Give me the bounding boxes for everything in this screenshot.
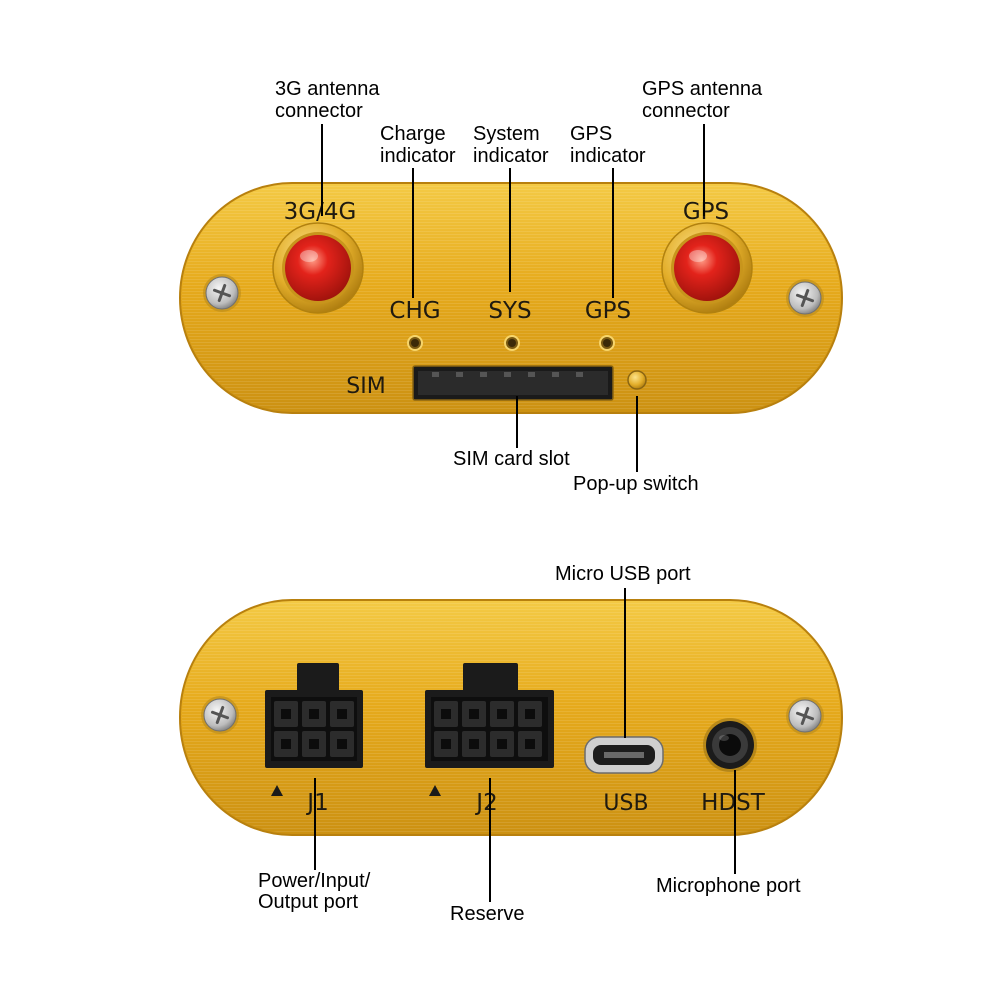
callout-reserve: Reserve (450, 778, 524, 925)
system-led (504, 335, 520, 351)
gps-antenna-connector (661, 222, 753, 314)
j2-pin (434, 731, 458, 757)
callout-text: 3G antenna (275, 78, 380, 100)
top-panel: 3G/4G GPS CHG SYS GPS SIM (179, 182, 843, 414)
callout-text: indicator (473, 145, 549, 167)
callout-text: Charge (380, 123, 446, 145)
callout-microphone-port: Microphone port (656, 770, 801, 897)
j1-pin (330, 701, 354, 727)
charge-led (407, 335, 423, 351)
callout-text: connector (275, 100, 363, 122)
gps-led (599, 335, 615, 351)
callout-text: System (473, 123, 540, 145)
callout-text: connector (642, 100, 730, 122)
micro-usb-port (584, 736, 664, 774)
callout-gps-antenna-connector: GPS antenna connector (642, 78, 763, 216)
callout-system-indicator: System indicator (473, 123, 549, 292)
printed-label-hdst: HDST (701, 790, 766, 816)
callout-text: Pop-up switch (573, 473, 699, 495)
printed-label-j2: J2 (474, 790, 497, 816)
headset-jack (703, 718, 757, 772)
printed-label-gps-led: GPS (585, 298, 631, 324)
popup-switch (627, 370, 647, 390)
j2-pin (490, 701, 514, 727)
j2-pin (518, 731, 542, 757)
callout-text: Reserve (450, 903, 524, 925)
screw-icon (784, 277, 826, 319)
printed-label-sim: SIM (346, 374, 385, 399)
callout-power-input-output-port: Power/Input/ Output port (258, 778, 371, 913)
printed-label-chg: CHG (389, 298, 440, 324)
callout-text: Power/Input/ (258, 870, 371, 892)
callout-text: Micro USB port (555, 563, 691, 585)
callout-text: indicator (380, 145, 456, 167)
j2-pin (462, 731, 486, 757)
3g-antenna-connector (272, 222, 364, 314)
callout-text: Microphone port (656, 875, 801, 897)
pin1-triangle-icon (429, 785, 441, 796)
printed-label-j1: J1 (305, 790, 328, 816)
j1-pin (330, 731, 354, 757)
printed-label-3g4g: 3G/4G (284, 199, 357, 225)
j2-pin (490, 731, 514, 757)
pin1-triangle-icon (271, 785, 283, 796)
printed-label-sys: SYS (488, 298, 531, 324)
j2-pin (434, 701, 458, 727)
callout-popup-switch: Pop-up switch (573, 396, 699, 495)
callout-micro-usb-port: Micro USB port (555, 563, 691, 738)
callout-text: GPS antenna (642, 78, 763, 100)
j1-pin (274, 701, 298, 727)
j2-pin (518, 701, 542, 727)
screw-icon (201, 272, 243, 314)
callout-sim-card-slot: SIM card slot (453, 396, 570, 470)
printed-label-usb: USB (603, 791, 648, 816)
callout-text: SIM card slot (453, 448, 570, 470)
callout-text: GPS (570, 123, 612, 145)
callout-gps-indicator: GPS indicator (570, 123, 646, 298)
screw-icon (784, 695, 826, 737)
j2-pin (462, 701, 486, 727)
screw-icon (199, 694, 241, 736)
bottom-panel: J1 J2 USB (179, 599, 843, 836)
callout-charge-indicator: Charge indicator (380, 123, 456, 298)
sim-card-slot (412, 365, 614, 401)
printed-label-gps-antenna: GPS (683, 199, 729, 225)
j2-connector (425, 663, 554, 768)
callout-3g-antenna-connector: 3G antenna connector (275, 78, 380, 216)
callout-text: indicator (570, 145, 646, 167)
j1-pin (274, 731, 298, 757)
j1-connector (265, 663, 363, 768)
j1-pin (302, 731, 326, 757)
j1-pin (302, 701, 326, 727)
callout-text: Output port (258, 891, 359, 913)
